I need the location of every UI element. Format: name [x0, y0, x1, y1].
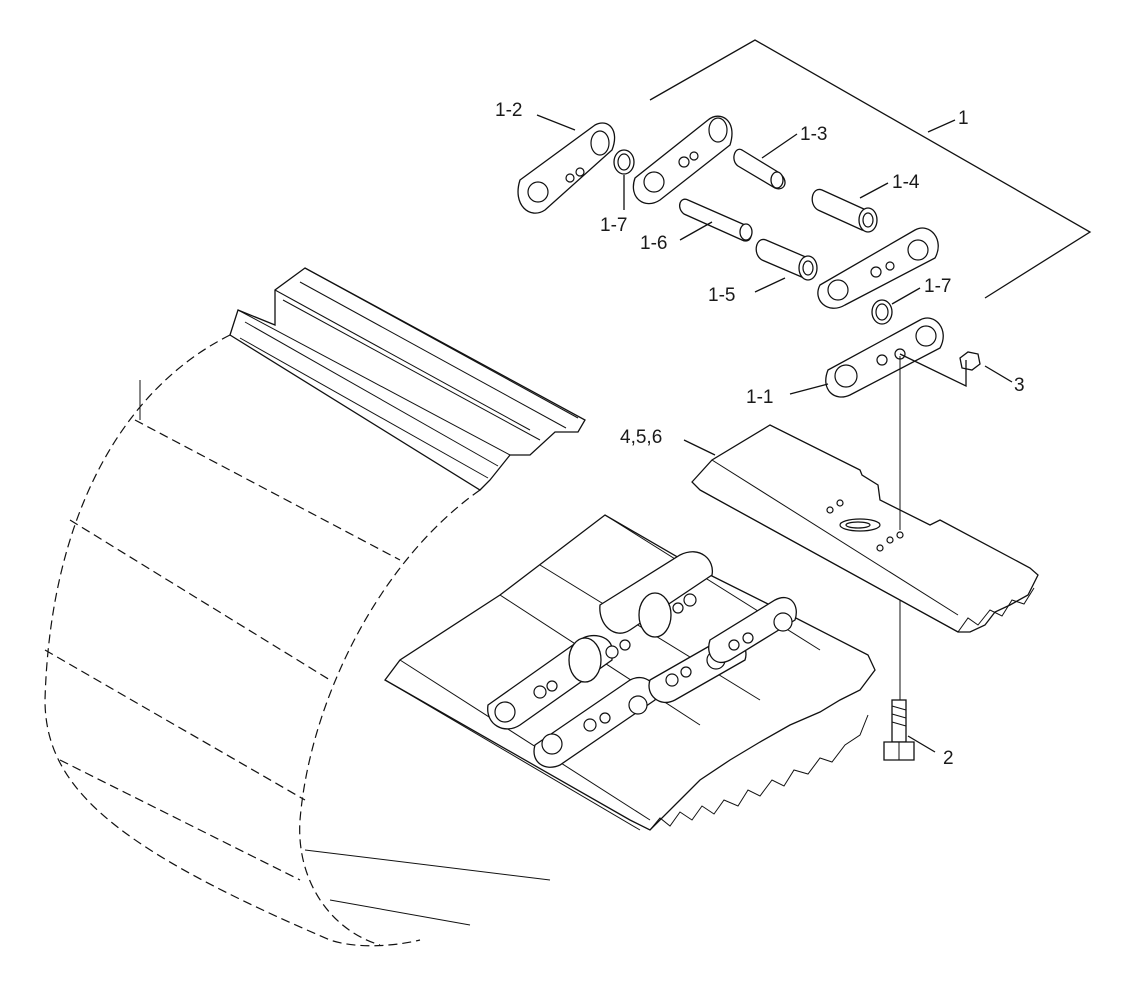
- callout-1-2: 1-2: [495, 100, 522, 121]
- callout-1-5: 1-5: [708, 285, 735, 306]
- bolt-2: [883, 699, 915, 761]
- link-outer-lower: [817, 227, 939, 309]
- nut-3: [959, 351, 981, 371]
- callout-1: 1: [958, 108, 969, 129]
- leader-lines: [536, 114, 1013, 753]
- bottom-track-shoes: [384, 514, 876, 831]
- callout-1-4: 1-4: [892, 172, 920, 193]
- pin-1-3: [733, 148, 786, 190]
- assembly-bracket-1: [649, 39, 1092, 299]
- track-belt-outline: [44, 334, 551, 947]
- shoe-4-5-6: [691, 424, 1039, 633]
- seal-1-7-lower: [871, 299, 893, 325]
- top-track-shoe: [229, 267, 586, 491]
- assembled-track-chain: [487, 551, 797, 768]
- callout-3: 3: [1014, 375, 1025, 396]
- callout-1-1: 1-1: [746, 387, 773, 408]
- link-1-2: [517, 122, 616, 214]
- bushing-1-5: [755, 238, 818, 281]
- callout-labels: 1-2 1-3 1 1-4 1-7 1-6 1-5 1-7 3 1-1 4,5,…: [495, 100, 1025, 769]
- callout-1-7-upper: 1-7: [600, 215, 627, 236]
- callout-1-3: 1-3: [800, 124, 827, 145]
- seal-1-7-upper: [613, 149, 635, 175]
- callout-2: 2: [943, 748, 954, 769]
- callout-1-6: 1-6: [640, 233, 667, 254]
- link-outer-upper: [632, 115, 733, 205]
- callout-1-7-lower: 1-7: [924, 276, 951, 297]
- bushing-1-4: [811, 188, 878, 233]
- link-1-1: [825, 317, 944, 398]
- pin-1-6: [678, 198, 753, 242]
- callout-4-5-6: 4,5,6: [620, 427, 662, 448]
